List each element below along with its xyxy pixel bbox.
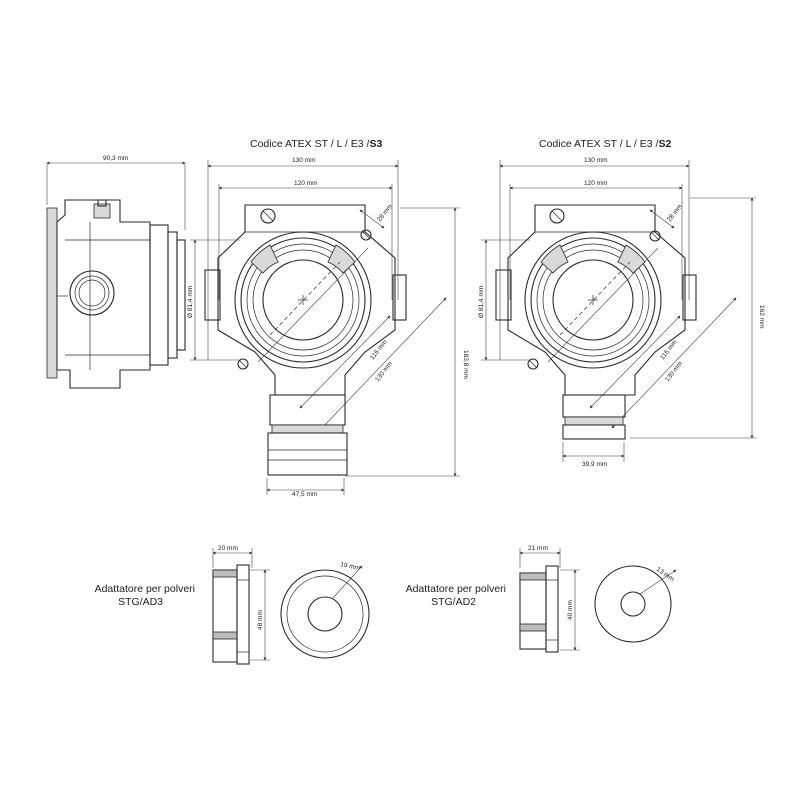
screw-icon (549, 208, 565, 224)
s2-diag-130-label: 130 mm (664, 360, 684, 383)
screw-icon (649, 230, 661, 242)
front-view-s3: 130 mm 120 mm (187, 157, 469, 498)
adapter-ad2: Adattatore per polveri STG/AD2 21 mm 40 … (406, 545, 677, 653)
s2-diag-small-label: 28 mm (666, 203, 684, 223)
s2-height-label: 162 mm (758, 305, 765, 328)
front-view-s2: 130 mm 120 mm (478, 157, 765, 468)
s3-diag-130-label: 130 mm (374, 360, 394, 383)
s3-inner-width-label: 120 mm (294, 180, 317, 187)
screw-icon (237, 358, 249, 370)
screw-icon (260, 208, 276, 224)
ad2-height-label: 40 mm (567, 600, 574, 620)
s3-height-label: 183,8 mm (462, 350, 469, 379)
ad2-caption-line2: STG/AD2 (431, 596, 476, 608)
s2-diameter-label: Ø 81,4 mm (478, 286, 485, 318)
s2-overall-width-label: 130 mm (584, 157, 607, 164)
title-s3-prefix: Codice ATEX ST / L / E3 / (250, 138, 370, 150)
screw-icon (527, 358, 539, 370)
title-s2-prefix: Codice ATEX ST / L / E3 / (539, 138, 659, 150)
ad2-caption-line1: Adattatore per polveri (406, 583, 506, 595)
crosshair-icon (269, 261, 341, 336)
ad3-diameter-label: 19 mm (340, 561, 361, 572)
ad3-height-label: 48 mm (257, 610, 264, 630)
ad2-depth-label: 21 mm (528, 545, 548, 552)
title-s2-suffix: S2 (658, 138, 671, 150)
screw-icon (360, 229, 372, 241)
s3-diameter-label: Ø 81,4 mm (187, 286, 194, 318)
adapter-ad3: Adattatore per polveri STG/AD3 20 mm 48 … (95, 545, 370, 665)
s3-overall-width-label: 130 mm (292, 157, 315, 164)
s3-diag-small-label: 28 mm (376, 203, 394, 223)
s2-inner-width-label: 120 mm (584, 180, 607, 187)
title-s2: Codice ATEX ST / L / E3 /S2 (539, 138, 671, 150)
title-s3-suffix: S3 (369, 138, 382, 150)
title-s3: Codice ATEX ST / L / E3 /S3 (250, 138, 382, 150)
side-view-width-label: 90,3 mm (103, 155, 128, 162)
ad3-depth-label: 20 mm (218, 545, 238, 552)
ad2-diameter-label: 13 mm (655, 566, 675, 583)
ad3-caption-line1: Adattatore per polveri (95, 583, 195, 595)
crosshair-icon (559, 261, 631, 336)
s3-bottom-width-label: 47,5 mm (292, 491, 317, 498)
s2-bottom-width-label: 39,9 mm (582, 461, 607, 468)
ad3-caption-line2: STG/AD3 (118, 596, 163, 608)
side-view: 90,3 mm (46, 155, 186, 389)
